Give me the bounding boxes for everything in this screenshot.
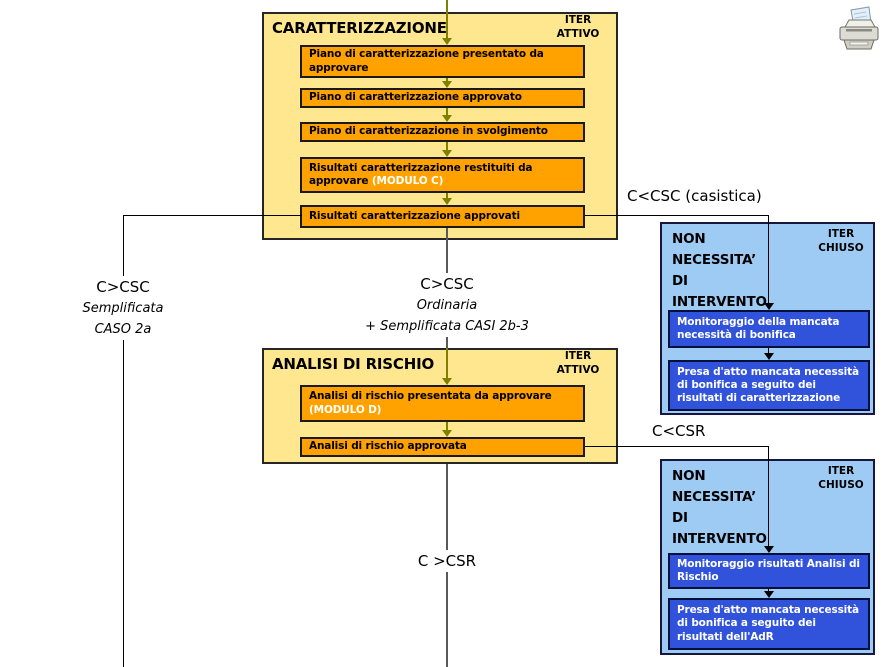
connector-step (446, 108, 448, 116)
label-csc-center: C>CSC (420, 275, 474, 293)
iter-label-line: ATTIVO (556, 27, 600, 40)
caratterizzazione-title: CARATTERIZZAZIONE (272, 19, 447, 37)
step-label: Risultati caratterizzazione approvati (309, 209, 520, 222)
step-label: Presa d'atto mancata necessità di bonifi… (677, 604, 859, 643)
arrow-down-icon (442, 81, 452, 88)
label-left-branch: C>CSC Semplificata CASO 2a (63, 276, 183, 340)
label-caso-2a: CASO 2a (94, 322, 152, 337)
step-label: Piano di caratterizzazione presentato da… (309, 48, 544, 74)
title-line: NON (672, 468, 706, 484)
arrow-down-icon (764, 303, 774, 310)
label-csr-branch: C<CSR (652, 422, 706, 440)
step-piano-approvato: Piano di caratterizzazione approvato (300, 88, 585, 108)
step-label: Monitoraggio risultati Analisi di Rischi… (677, 557, 860, 583)
step-piano-presentato: Piano di caratterizzazione presentato da… (300, 45, 585, 78)
arrow-down-icon (442, 115, 452, 122)
iter-label-line: ITER (827, 465, 855, 477)
label-semplificata-casi: + Semplificata CASI 2b-3 (365, 319, 529, 334)
iter-label-line: CHIUSO (818, 241, 864, 254)
iter-attivo-badge-analisi: ITER ATTIVO (550, 350, 606, 377)
connector-step (768, 589, 769, 592)
step-piano-in-svolgimento: Piano di caratterizzazione in svolgiment… (300, 122, 585, 142)
label-semplificata: Semplificata (82, 301, 164, 316)
step-adr-approvata: Analisi di rischio approvata (300, 437, 585, 457)
step-presa-datto-caratterizzazione: Presa d'atto mancata necessità di bonifi… (668, 360, 870, 411)
connector-left-branch-h (123, 215, 302, 216)
connector-top-entry (446, 0, 448, 39)
iter-label-line: ATTIVO (556, 363, 600, 376)
title-line: INTERVENTO (672, 531, 767, 547)
connector-left-branch-v (123, 215, 124, 667)
iter-label-line: ITER (564, 350, 592, 362)
arrow-down-icon (764, 591, 774, 598)
connector-step (446, 142, 448, 151)
step-label: Piano di caratterizzazione in svolgiment… (309, 125, 548, 138)
step-label: Risultati caratterizzazione restituiti d… (309, 161, 533, 187)
step-risultati-restituiti: Risultati caratterizzazione restituiti d… (300, 157, 585, 193)
iter-label-line: ITER (827, 228, 855, 240)
no-intervento-title-top: NON NECESSITA’ DI INTERVENTO (672, 229, 767, 313)
title-line: NECESSITA’ (672, 489, 757, 505)
iter-chiuso-badge-top: ITER CHIUSO (814, 228, 868, 255)
connector-step (446, 193, 448, 199)
arrow-down-icon (764, 353, 774, 360)
no-intervento-title-bottom: NON NECESSITA’ DI INTERVENTO (672, 466, 767, 550)
connector-csr-branch-h (585, 446, 769, 447)
step-label: Piano di caratterizzazione approvato (309, 91, 522, 104)
arrow-down-icon (442, 38, 452, 45)
step-monitoraggio-adr: Monitoraggio risultati Analisi di Rischi… (668, 553, 870, 589)
label-csr-bottom: C >CSR (407, 550, 487, 572)
step-label: Analisi di rischio approvata (309, 440, 467, 453)
connector-step (768, 348, 769, 354)
step-label: Monitoraggio della mancata necessità di … (677, 315, 840, 341)
title-line: NON (672, 231, 706, 247)
connector-step (446, 78, 448, 82)
step-label: Analisi di rischio presentata da approva… (309, 390, 552, 403)
modulo-d-label: (MODULO D) (309, 403, 382, 416)
step-risultati-approvati: Risultati caratterizzazione approvati (300, 205, 585, 228)
analisi-title: ANALISI DI RISCHIO (272, 355, 435, 373)
iter-label-line: ITER (564, 14, 592, 26)
printer-icon-graphic (839, 6, 879, 50)
connector-csc-branch-v (768, 215, 769, 303)
label-csc-left: C>CSC (96, 278, 150, 296)
connector-analisi-entry (446, 348, 448, 379)
iter-chiuso-badge-bottom: ITER CHIUSO (814, 465, 868, 492)
iter-attivo-badge-caratterizzazione: ITER ATTIVO (550, 14, 606, 41)
arrow-down-icon (764, 546, 774, 553)
connector-csc-branch-h (585, 215, 769, 216)
label-center-branch: C>CSC Ordinaria + Semplificata CASI 2b-3 (362, 273, 532, 337)
printer-icon[interactable] (833, 6, 885, 54)
label-csc-casistica: C<CSC (casistica) (627, 187, 762, 205)
title-line: DI (672, 273, 688, 289)
step-label: Presa d'atto mancata necessità di bonifi… (677, 365, 859, 405)
label-ordinaria: Ordinaria (416, 298, 478, 313)
arrow-down-icon (442, 150, 452, 157)
arrow-down-icon (442, 198, 452, 205)
iter-label-line: CHIUSO (818, 478, 864, 491)
modulo-c-label: (MODULO C) (371, 175, 444, 187)
step-monitoraggio-mancata-necessita: Monitoraggio della mancata necessità di … (668, 310, 870, 348)
title-line: INTERVENTO (672, 294, 767, 310)
arrow-down-icon (442, 378, 452, 385)
title-line: NECESSITA’ (672, 252, 757, 268)
connector-csr-branch-v (768, 446, 769, 546)
step-presa-datto-adr: Presa d'atto mancata necessità di bonifi… (668, 598, 870, 650)
arrow-down-icon (442, 430, 452, 437)
title-line: DI (672, 510, 688, 526)
connector-step (446, 422, 448, 431)
step-adr-presentata: Analisi di rischio presentata da approva… (300, 385, 585, 422)
